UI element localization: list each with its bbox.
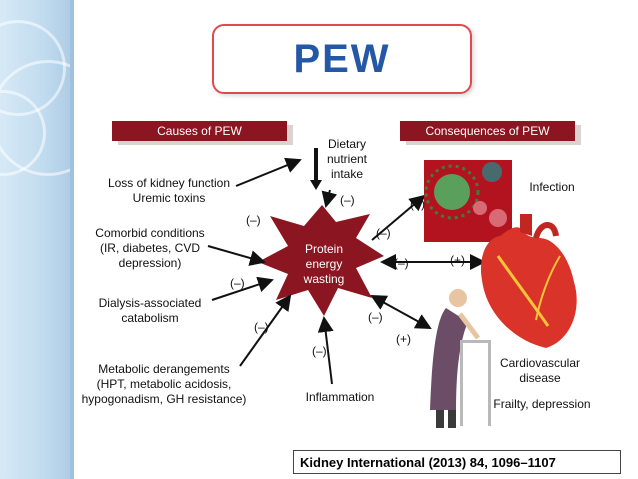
cause-line: Loss of kidney function xyxy=(107,176,231,190)
cause-inflammation: Inflammation xyxy=(305,390,375,404)
cause-line: catabolism xyxy=(121,311,179,325)
arrow-pew-to-infection xyxy=(371,194,426,241)
cause-line: Metabolic derangements xyxy=(98,362,230,376)
cause-line: nutrient xyxy=(326,152,368,166)
cause-line: Uremic toxins xyxy=(132,191,206,205)
sign-infection-right: (+) xyxy=(410,197,425,211)
cause-comorbid: Comorbid conditions (IR, diabetes, CVD d… xyxy=(86,226,214,271)
sign-frailty-right: (+) xyxy=(396,332,411,346)
causes-header: Causes of PEW xyxy=(112,121,287,141)
arrow-dietary-to-pew xyxy=(321,189,338,208)
cause-line: (HPT, metabolic acidosis, xyxy=(96,377,232,391)
causes-header-label: Causes of PEW xyxy=(157,124,242,138)
citation-box: Kidney International (2013) 84, 1096–110… xyxy=(293,450,621,474)
cause-line: Dietary xyxy=(327,137,366,151)
sign-cardio-left: (–) xyxy=(394,256,409,270)
center-line: energy xyxy=(305,257,343,271)
cause-metabolic: Metabolic derangements (HPT, metabolic a… xyxy=(72,362,256,407)
sign-inflammation: (–) xyxy=(312,344,327,358)
cause-dialysis: Dialysis-associated catabolism xyxy=(90,296,210,326)
cause-line: Dialysis-associated xyxy=(98,296,202,310)
consequences-header: Consequences of PEW xyxy=(400,121,575,141)
elderly-figure-icon xyxy=(430,289,491,428)
sign-cardio-right: (+) xyxy=(450,253,465,267)
center-line: wasting xyxy=(303,272,345,286)
virus-icon xyxy=(482,162,502,182)
arrow-comorbid-to-pew xyxy=(207,245,266,266)
cause-line: hypogonadism, GH resistance) xyxy=(81,392,247,406)
sign-dialysis: (–) xyxy=(230,276,245,290)
arrow-dialysis-to-pew xyxy=(211,276,274,301)
title-box: PEW xyxy=(212,24,472,94)
citation-text: Kidney International (2013) 84, 1096–110… xyxy=(300,454,556,470)
arrow-metabolic-to-pew xyxy=(239,294,292,367)
center-line: Protein xyxy=(304,242,344,256)
consequence-cardio: Cardiovascular disease xyxy=(492,356,588,386)
heart-icon xyxy=(480,227,577,348)
arrow-pew-frailty xyxy=(370,295,432,329)
consequence-infection: Infection xyxy=(529,180,575,194)
arrow-inflammation-to-pew xyxy=(317,316,334,385)
sign-metabolic: (–) xyxy=(254,320,269,334)
arrow-kidney-to-dietary xyxy=(235,157,302,187)
consequence-line: Cardiovascular xyxy=(499,356,581,370)
cause-line: intake xyxy=(330,167,364,181)
pew-center-label: Protein energy wasting xyxy=(298,242,350,287)
virus-icon xyxy=(434,174,470,210)
decorative-ring xyxy=(0,60,70,176)
sign-comorbid: (–) xyxy=(246,213,261,227)
consequence-frailty: Frailty, depression xyxy=(493,397,591,411)
cause-line: depression) xyxy=(118,256,182,270)
pew-star-shape xyxy=(258,205,384,316)
sidebar-divider xyxy=(70,0,74,479)
dietary-arrowhead xyxy=(310,180,322,190)
cause-kidney: Loss of kidney function Uremic toxins xyxy=(96,176,242,206)
cause-line: (IR, diabetes, CVD xyxy=(99,241,201,255)
sign-dietary: (–) xyxy=(340,193,355,207)
sign-frailty-left: (–) xyxy=(368,310,383,324)
consequences-header-label: Consequences of PEW xyxy=(425,124,550,138)
cause-dietary: Dietary nutrient intake xyxy=(320,137,374,182)
sign-infection-left: (–) xyxy=(376,226,391,240)
consequence-line: disease xyxy=(519,371,561,385)
cause-line: Comorbid conditions xyxy=(95,226,205,240)
sidebar-decoration xyxy=(0,0,70,479)
page-title: PEW xyxy=(293,36,391,81)
